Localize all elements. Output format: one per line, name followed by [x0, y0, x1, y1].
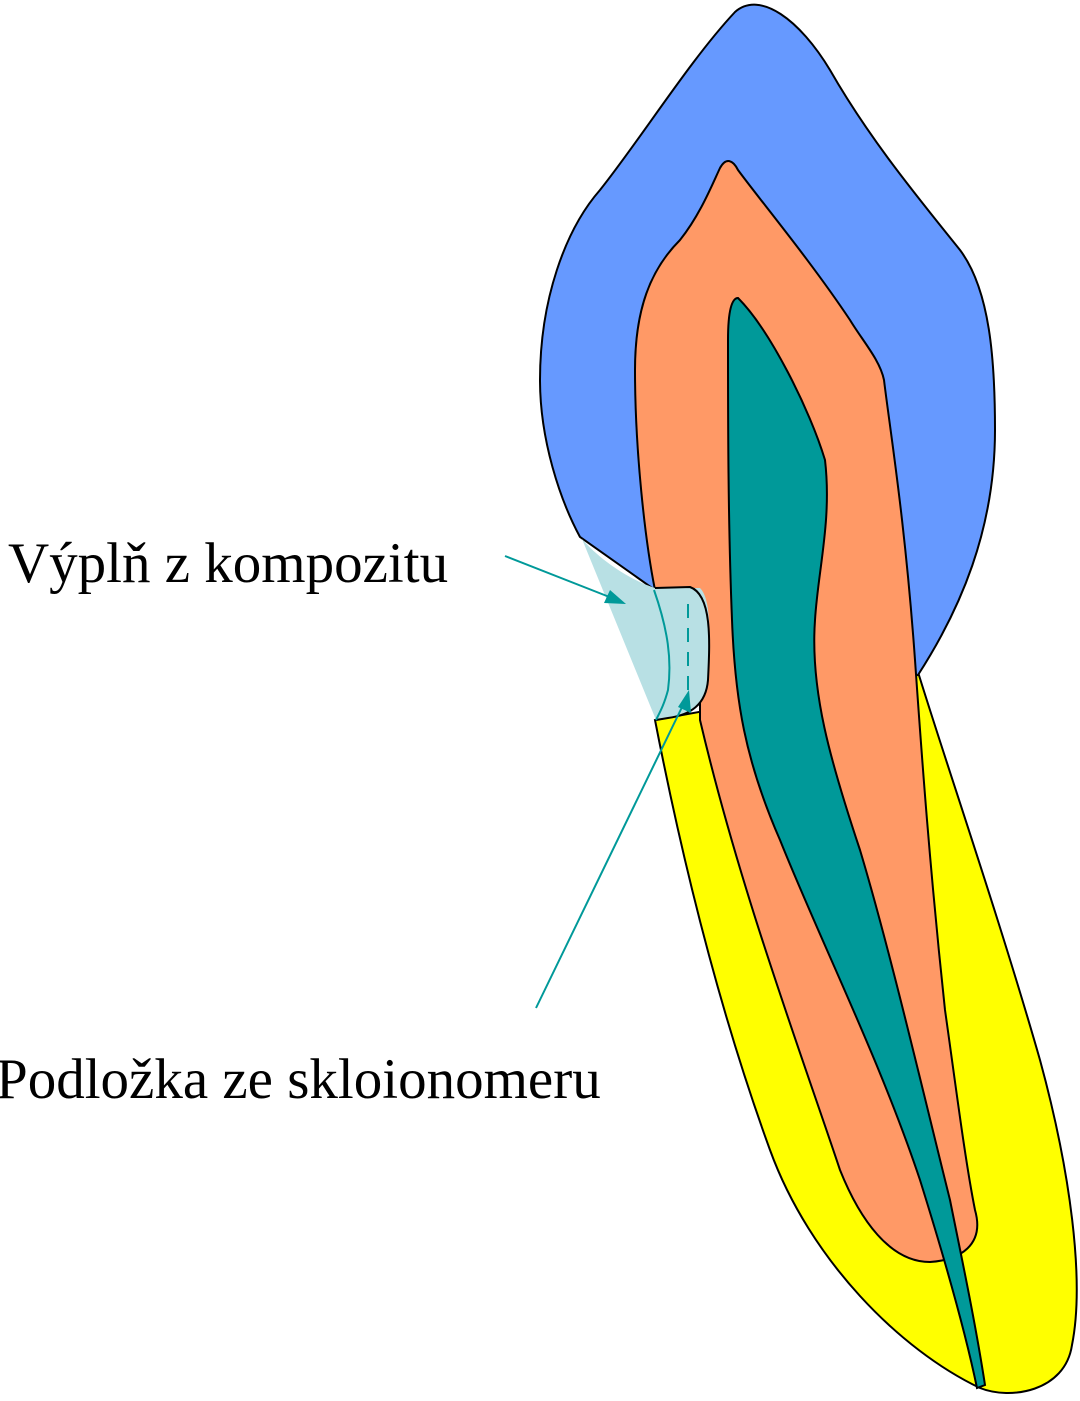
base-leader-line: [536, 703, 684, 1008]
glass-ionomer-base-label: Podložka ze skloionomeru: [0, 1048, 601, 1111]
composite-filling-label: Výplň z kompozitu: [8, 532, 448, 595]
